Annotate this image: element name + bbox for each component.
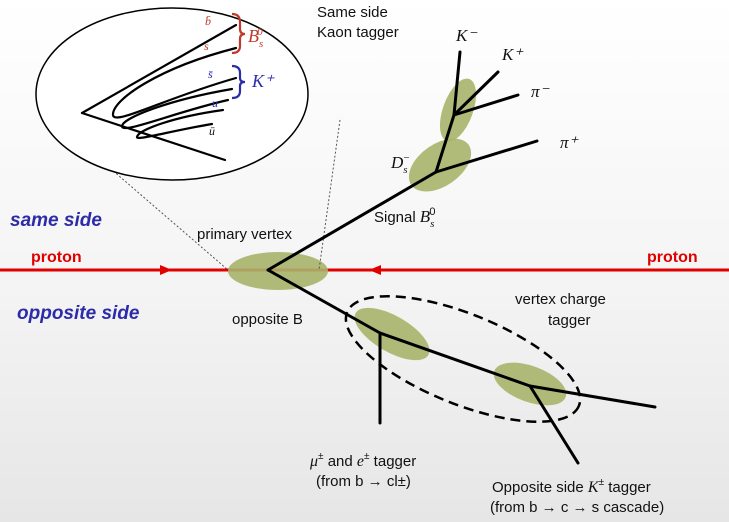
inset-circle [35, 7, 309, 181]
os-kaon-tagger-line2: (from b → c → s cascade) [490, 499, 664, 516]
pi-plus-label: π⁺ [560, 133, 580, 152]
inset-quark-s: s [204, 39, 209, 53]
inset-quark-b-bar: b̄ [205, 14, 211, 28]
proton-right-label: proton [647, 249, 698, 266]
track-k-plus [452, 70, 500, 117]
proton-beam [0, 265, 729, 275]
lepton-tagger-line1: μ± and e± tagger [309, 451, 416, 470]
opposite-b-label: opposite B [232, 311, 303, 328]
track-os-kaon [528, 384, 580, 465]
inset-kaon-label: K⁺ [251, 71, 275, 91]
ds-decay-vertex-blob [408, 138, 472, 192]
opposite-side-label: opposite side [17, 303, 140, 324]
inset-quark-s-bar: s̄ [208, 67, 213, 81]
track-ds-minus [434, 113, 456, 174]
inset-bs-label: Bs0 [248, 26, 263, 50]
os-kaon-tagger-line1: Opposite side K± tagger [492, 477, 651, 496]
lepton-tagger-line2: (from b → cl±) [316, 473, 411, 490]
vertex-charge-label-line2: tagger [548, 312, 591, 329]
beam-arrow-left-icon [369, 265, 381, 275]
os-kaon-vertex-blob [493, 362, 567, 406]
zoom-inset: b̄ s s̄ u ū Bs0 K⁺ [35, 7, 309, 181]
track-pi-plus [434, 139, 539, 174]
zoom-line-right [318, 119, 341, 271]
primary-vertex-label: primary vertex [197, 226, 293, 243]
ss-kaon-label-line1: Same side [317, 4, 388, 21]
track-signal-bs [266, 170, 438, 272]
zoom-line-left [88, 149, 229, 271]
lepton-vertex-blob [354, 307, 430, 361]
beam-arrow-right-icon [160, 265, 172, 275]
k-minus-label: K⁻ [455, 26, 478, 45]
pi-minus-label: π⁻ [531, 82, 551, 101]
same-side-label: same side [10, 210, 102, 231]
k-plus-label: K⁺ [501, 45, 524, 64]
proton-left-label: proton [31, 249, 82, 266]
track-c-continuation [528, 384, 657, 409]
primary-vertex-blob [228, 252, 328, 290]
track-pi-minus [452, 93, 520, 117]
kaon-bracket-icon [231, 64, 246, 100]
ds-minus-label: Ds− [390, 152, 410, 176]
track-b-to-c [378, 331, 532, 388]
bs-bracket-icon [231, 12, 246, 55]
tracks [266, 50, 657, 465]
vertex-charge-label-line1: vertex charge [515, 291, 606, 308]
track-k-minus [452, 50, 462, 117]
track-opposite-b [266, 268, 382, 335]
ss-kaon-label-line2: Kaon tagger [317, 24, 399, 41]
inset-quark-u: u [212, 96, 218, 110]
inset-quark-u-bar: ū [209, 124, 215, 138]
vertex-charge-region [344, 295, 582, 423]
inset-quark-lines [80, 23, 238, 162]
